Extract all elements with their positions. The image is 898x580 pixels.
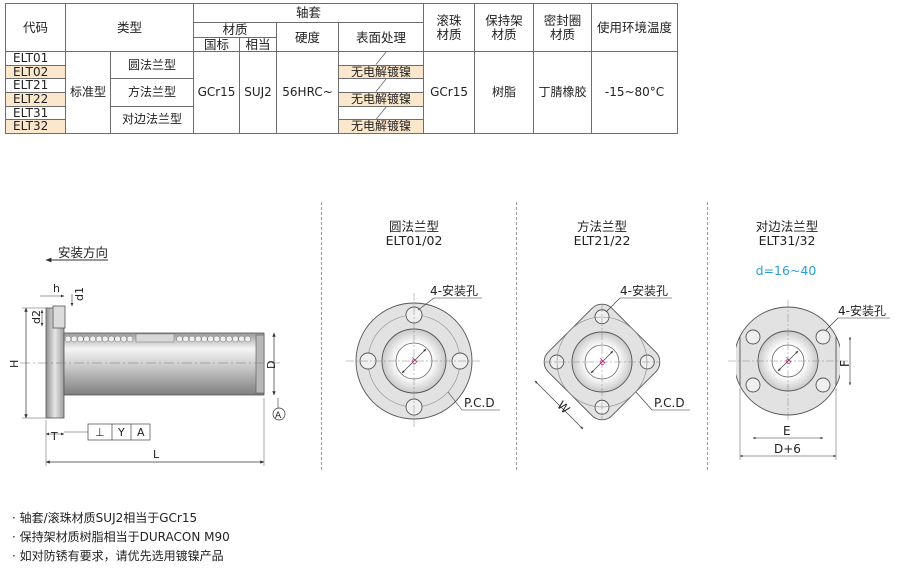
holes-leader bbox=[605, 297, 621, 313]
datum-circle bbox=[272, 407, 286, 421]
dim-L: L bbox=[153, 448, 160, 461]
header-type: 类型 bbox=[64, 2, 195, 53]
f-label: F bbox=[838, 360, 852, 367]
note-2: · 保持架材质树脂相当于DURACON M90 bbox=[12, 530, 230, 544]
slash-line bbox=[339, 79, 423, 92]
width-label: D+6 bbox=[774, 442, 801, 456]
header-seal-material-text: 密封圈材质 bbox=[543, 12, 582, 42]
mount-hole bbox=[745, 329, 761, 345]
ball bbox=[126, 335, 134, 343]
square-code: ELT21/22 bbox=[573, 233, 631, 248]
holes-label: 4-安装孔 bbox=[620, 283, 668, 298]
bore-dim-line bbox=[590, 350, 614, 374]
cut-title: 对边法兰型 bbox=[755, 219, 819, 234]
dim-d1: d1 bbox=[73, 287, 86, 301]
header-sleeve: 轴套 bbox=[193, 3, 425, 23]
holes-leader bbox=[417, 297, 435, 311]
datum-label: A bbox=[275, 411, 282, 421]
pcd-leader bbox=[447, 391, 463, 411]
slash-line bbox=[339, 52, 423, 65]
cut-code: ELT31/32 bbox=[758, 233, 816, 248]
holes-label: 4-安装孔 bbox=[430, 283, 478, 298]
header-surface-treatment: 表面处理 bbox=[338, 21, 425, 53]
code-cell: ELT02 bbox=[5, 64, 66, 80]
bore-label: d bbox=[783, 356, 794, 367]
header-operating-temp: 使用环境温度 bbox=[591, 2, 679, 53]
mount-hole bbox=[815, 329, 831, 345]
bore-label: d bbox=[409, 356, 420, 367]
header-equivalent: 相当 bbox=[239, 36, 278, 53]
install-direction-label: 安装方向 bbox=[58, 245, 109, 260]
dim-d2: d2 bbox=[30, 310, 43, 324]
slash-line bbox=[339, 107, 423, 120]
type-group-cell: 标准型 bbox=[65, 51, 111, 134]
ball bbox=[244, 335, 252, 343]
header-ball-material: 滚珠材质 bbox=[423, 2, 476, 53]
e-label: E bbox=[783, 424, 791, 438]
mount-hole bbox=[815, 377, 831, 393]
sleeve-end bbox=[255, 334, 265, 394]
dim-T: T bbox=[50, 430, 58, 443]
square-title: 方法兰型 bbox=[576, 219, 628, 234]
tolerance-a: A bbox=[137, 426, 145, 439]
section-divider bbox=[516, 202, 517, 470]
dim-h: h bbox=[53, 282, 60, 295]
mount-hole bbox=[745, 377, 761, 393]
pcd-label: P.C.D bbox=[464, 396, 495, 410]
surface-treatment-none-cell bbox=[338, 105, 425, 121]
pcd-label: P.C.D bbox=[654, 396, 685, 410]
holes-label: 4-安装孔 bbox=[838, 303, 886, 318]
round-title: 圆法兰型 bbox=[388, 219, 440, 234]
tolerance-symbol: ⊥ bbox=[95, 426, 105, 439]
cut-range: d=16~40 bbox=[755, 263, 817, 278]
subtype-cell: 对边法兰型 bbox=[109, 105, 195, 134]
operating-temp-cell: -15~80°C bbox=[591, 51, 679, 134]
header-material: 材质 bbox=[193, 22, 278, 38]
section-divider bbox=[707, 202, 708, 470]
section-divider bbox=[321, 202, 322, 470]
note-1: · 轴套/滚珠材质SUJ2相当于GCr15 bbox=[12, 511, 198, 525]
header-code: 代码 bbox=[5, 2, 66, 53]
spec-table: 代码 类型 轴套 滚珠材质 保持架材质 密封圈材质 使用环境温度 材质 硬度 表… bbox=[5, 2, 679, 134]
code-cell: ELT22 bbox=[5, 91, 66, 107]
sleeve-material-equivalent-cell: SUJ2 bbox=[239, 51, 278, 134]
dim-H: H bbox=[8, 360, 21, 368]
pcd-leader bbox=[635, 391, 653, 411]
header-ball-material-text: 滚珠材质 bbox=[436, 12, 462, 42]
header-retainer-material-text: 保持架材质 bbox=[485, 12, 523, 42]
mount-hole-section bbox=[52, 305, 66, 329]
retainer-slot bbox=[135, 333, 175, 343]
code-cell: ELT31 bbox=[5, 105, 66, 121]
surface-treatment-none-cell bbox=[338, 78, 425, 93]
header-seal-material: 密封圈材质 bbox=[533, 2, 593, 53]
sleeve-material-national-cell: GCr15 bbox=[193, 51, 241, 134]
seal-material-cell: 丁腈橡胶 bbox=[533, 51, 593, 134]
bore-label: d bbox=[597, 357, 608, 368]
surface-treatment-cell: 无电解镀镍 bbox=[338, 64, 425, 80]
note-3: · 如对防锈有要求，请优先选用镀镍产品 bbox=[12, 549, 224, 563]
dim-D: D bbox=[265, 361, 278, 369]
surface-treatment-cell: 无电解镀镍 bbox=[338, 91, 425, 107]
surface-treatment-cell: 无电解镀镍 bbox=[338, 119, 425, 134]
width-dim-line bbox=[534, 380, 584, 430]
header-retainer-material: 保持架材质 bbox=[474, 2, 535, 53]
code-cell: ELT32 bbox=[5, 119, 66, 134]
bore-dim-line bbox=[401, 348, 427, 374]
ball-row bbox=[64, 335, 252, 343]
header-hardness: 硬度 bbox=[276, 21, 340, 53]
surface-treatment-none-cell bbox=[338, 51, 425, 66]
round-code: ELT01/02 bbox=[385, 233, 443, 248]
header-national-standard: 国标 bbox=[193, 36, 241, 53]
bore-dim-line bbox=[777, 350, 799, 372]
holes-leader bbox=[825, 317, 839, 331]
sleeve-body bbox=[63, 332, 265, 396]
ball-material-cell: GCr15 bbox=[423, 51, 476, 134]
tolerance-y: Y bbox=[117, 426, 125, 439]
hardness-cell: 56HRC~ bbox=[276, 51, 340, 134]
